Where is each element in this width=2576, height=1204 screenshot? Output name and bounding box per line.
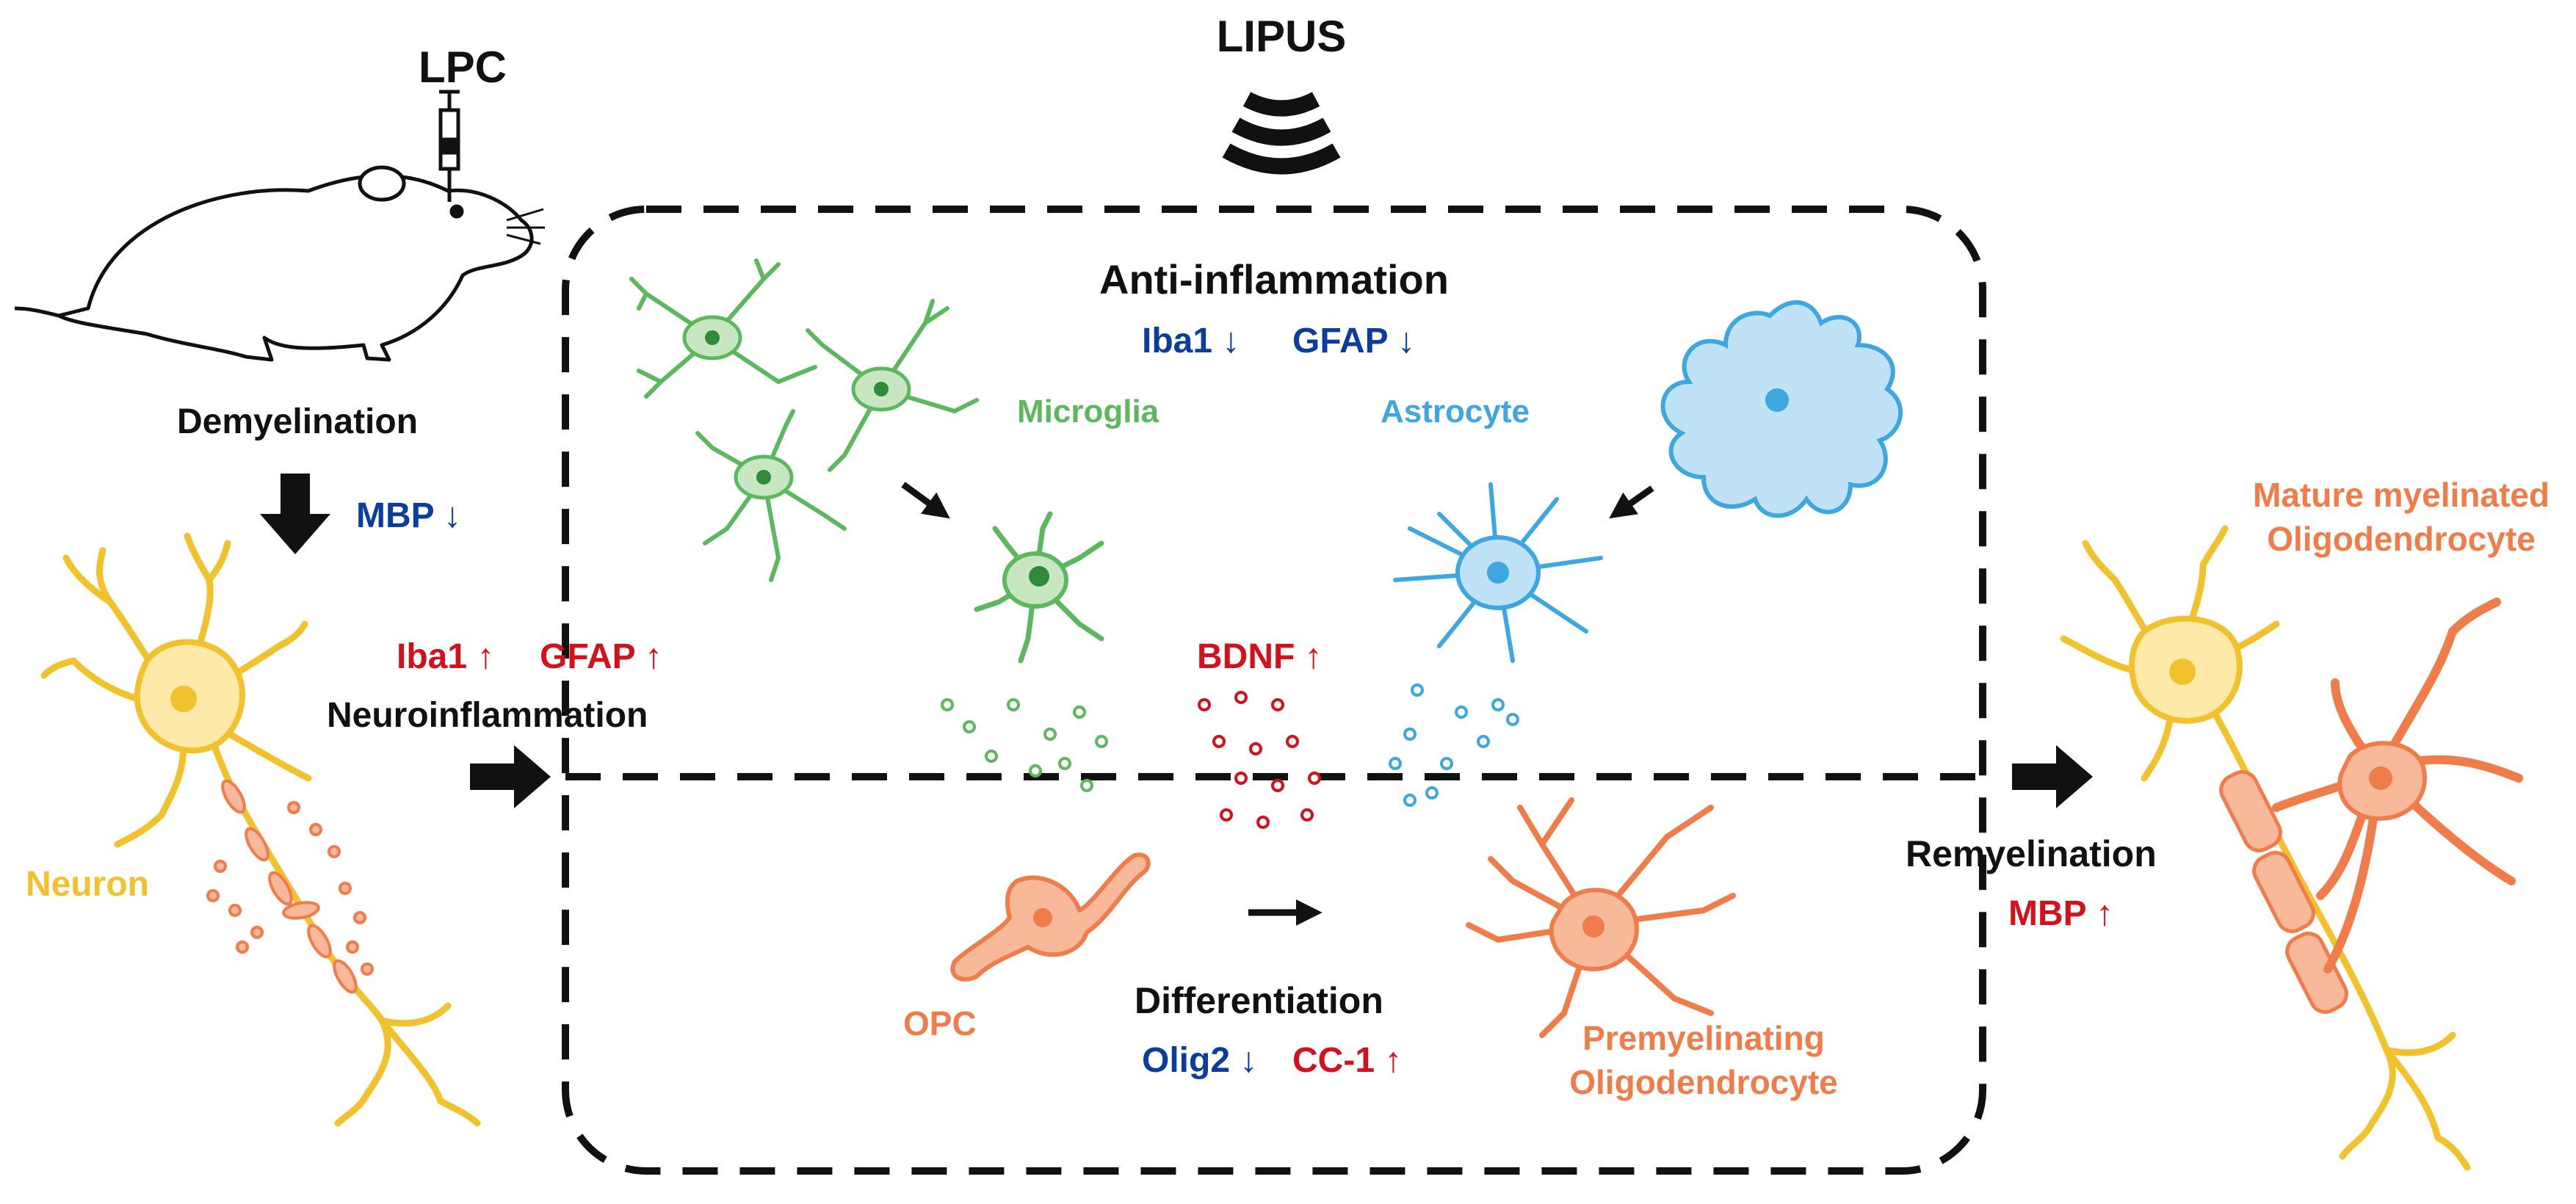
damaged-neuron <box>40 532 481 1127</box>
differentiation-label: Differentiation <box>1135 980 1383 1021</box>
premyelinating-oligodendrocyte <box>1466 797 1736 1038</box>
mature-label-line2: Oligodendrocyte <box>2267 520 2535 558</box>
myelin-debris <box>206 779 374 994</box>
premyelinating-label-line2: Oligodendrocyte <box>1569 1063 1837 1101</box>
mature-neuron <box>2060 525 2471 1171</box>
mature-oligodendrocyte <box>2272 598 2523 973</box>
mouse-icon <box>14 165 545 362</box>
mature-neuron-nucleus <box>2169 659 2196 685</box>
microglia-nuclei <box>705 330 889 485</box>
microglia-transition-arrow <box>901 482 950 519</box>
neuron-nucleus <box>170 686 197 712</box>
remyelination-label: Remyelination <box>1906 833 2157 874</box>
premyelinating-label-line1: Premyelinating <box>1582 1019 1825 1057</box>
activated-astrocyte-nucleus <box>1765 388 1789 412</box>
iba1-down-marker: Iba1 ↓ <box>1142 322 1240 360</box>
microglia-label: Microglia <box>1017 394 1159 429</box>
microglia-cell-bodies <box>682 315 911 500</box>
bdnf-factors <box>1198 691 1321 829</box>
demyelination-label: Demyelination <box>177 402 418 441</box>
mbp-down-marker: MBP ↓ <box>356 496 461 535</box>
lpc-label: LPC <box>419 43 507 92</box>
neuron-label: Neuron <box>26 865 149 904</box>
premyelinating-nucleus <box>1582 915 1604 938</box>
myelin-sheath-segments <box>2219 770 2348 1014</box>
opc-label: OPC <box>903 1004 977 1042</box>
astrocyte-secreted-factors <box>1389 683 1519 807</box>
resting-astrocyte <box>1393 482 1603 663</box>
mbp-up-marker: MBP ↑ <box>2008 894 2113 933</box>
bdnf-up-marker: BDNF ↑ <box>1197 637 1323 676</box>
astrocyte-transition-arrow <box>1609 485 1654 519</box>
gfap-up-marker-left: GFAP ↑ <box>540 637 662 676</box>
astrocyte-label: Astrocyte <box>1381 394 1530 429</box>
resting-astrocyte-nucleus <box>1487 562 1509 584</box>
opc-nucleus <box>1033 908 1052 927</box>
activated-microglia-cluster <box>629 258 979 582</box>
right-arrow-out-of-box <box>2012 745 2093 808</box>
anti-inflammation-label: Anti-inflammation <box>1099 256 1449 302</box>
olig2-down-marker: Olig2 ↓ <box>1142 1041 1257 1080</box>
iba1-up-marker-left: Iba1 ↑ <box>397 637 494 676</box>
demyelination-down-arrow <box>260 474 330 554</box>
neuroinflammation-label: Neuroinflammation <box>327 696 648 735</box>
cc1-up-marker: CC-1 ↑ <box>1292 1041 1402 1080</box>
gfap-down-marker: GFAP ↓ <box>1292 322 1415 360</box>
lipus-label: LIPUS <box>1217 12 1347 61</box>
ultrasound-wave-icon <box>1222 92 1341 175</box>
microglia-secreted-factors <box>941 698 1108 792</box>
resting-microglia-nucleus <box>1029 566 1049 587</box>
syringe-icon <box>438 90 460 202</box>
right-arrow-into-box <box>470 745 551 808</box>
mature-label-line1: Mature myelinated <box>2253 476 2550 514</box>
mature-oligodendrocyte-nucleus <box>2369 766 2392 790</box>
lipus-treatment-box <box>562 206 1986 1175</box>
